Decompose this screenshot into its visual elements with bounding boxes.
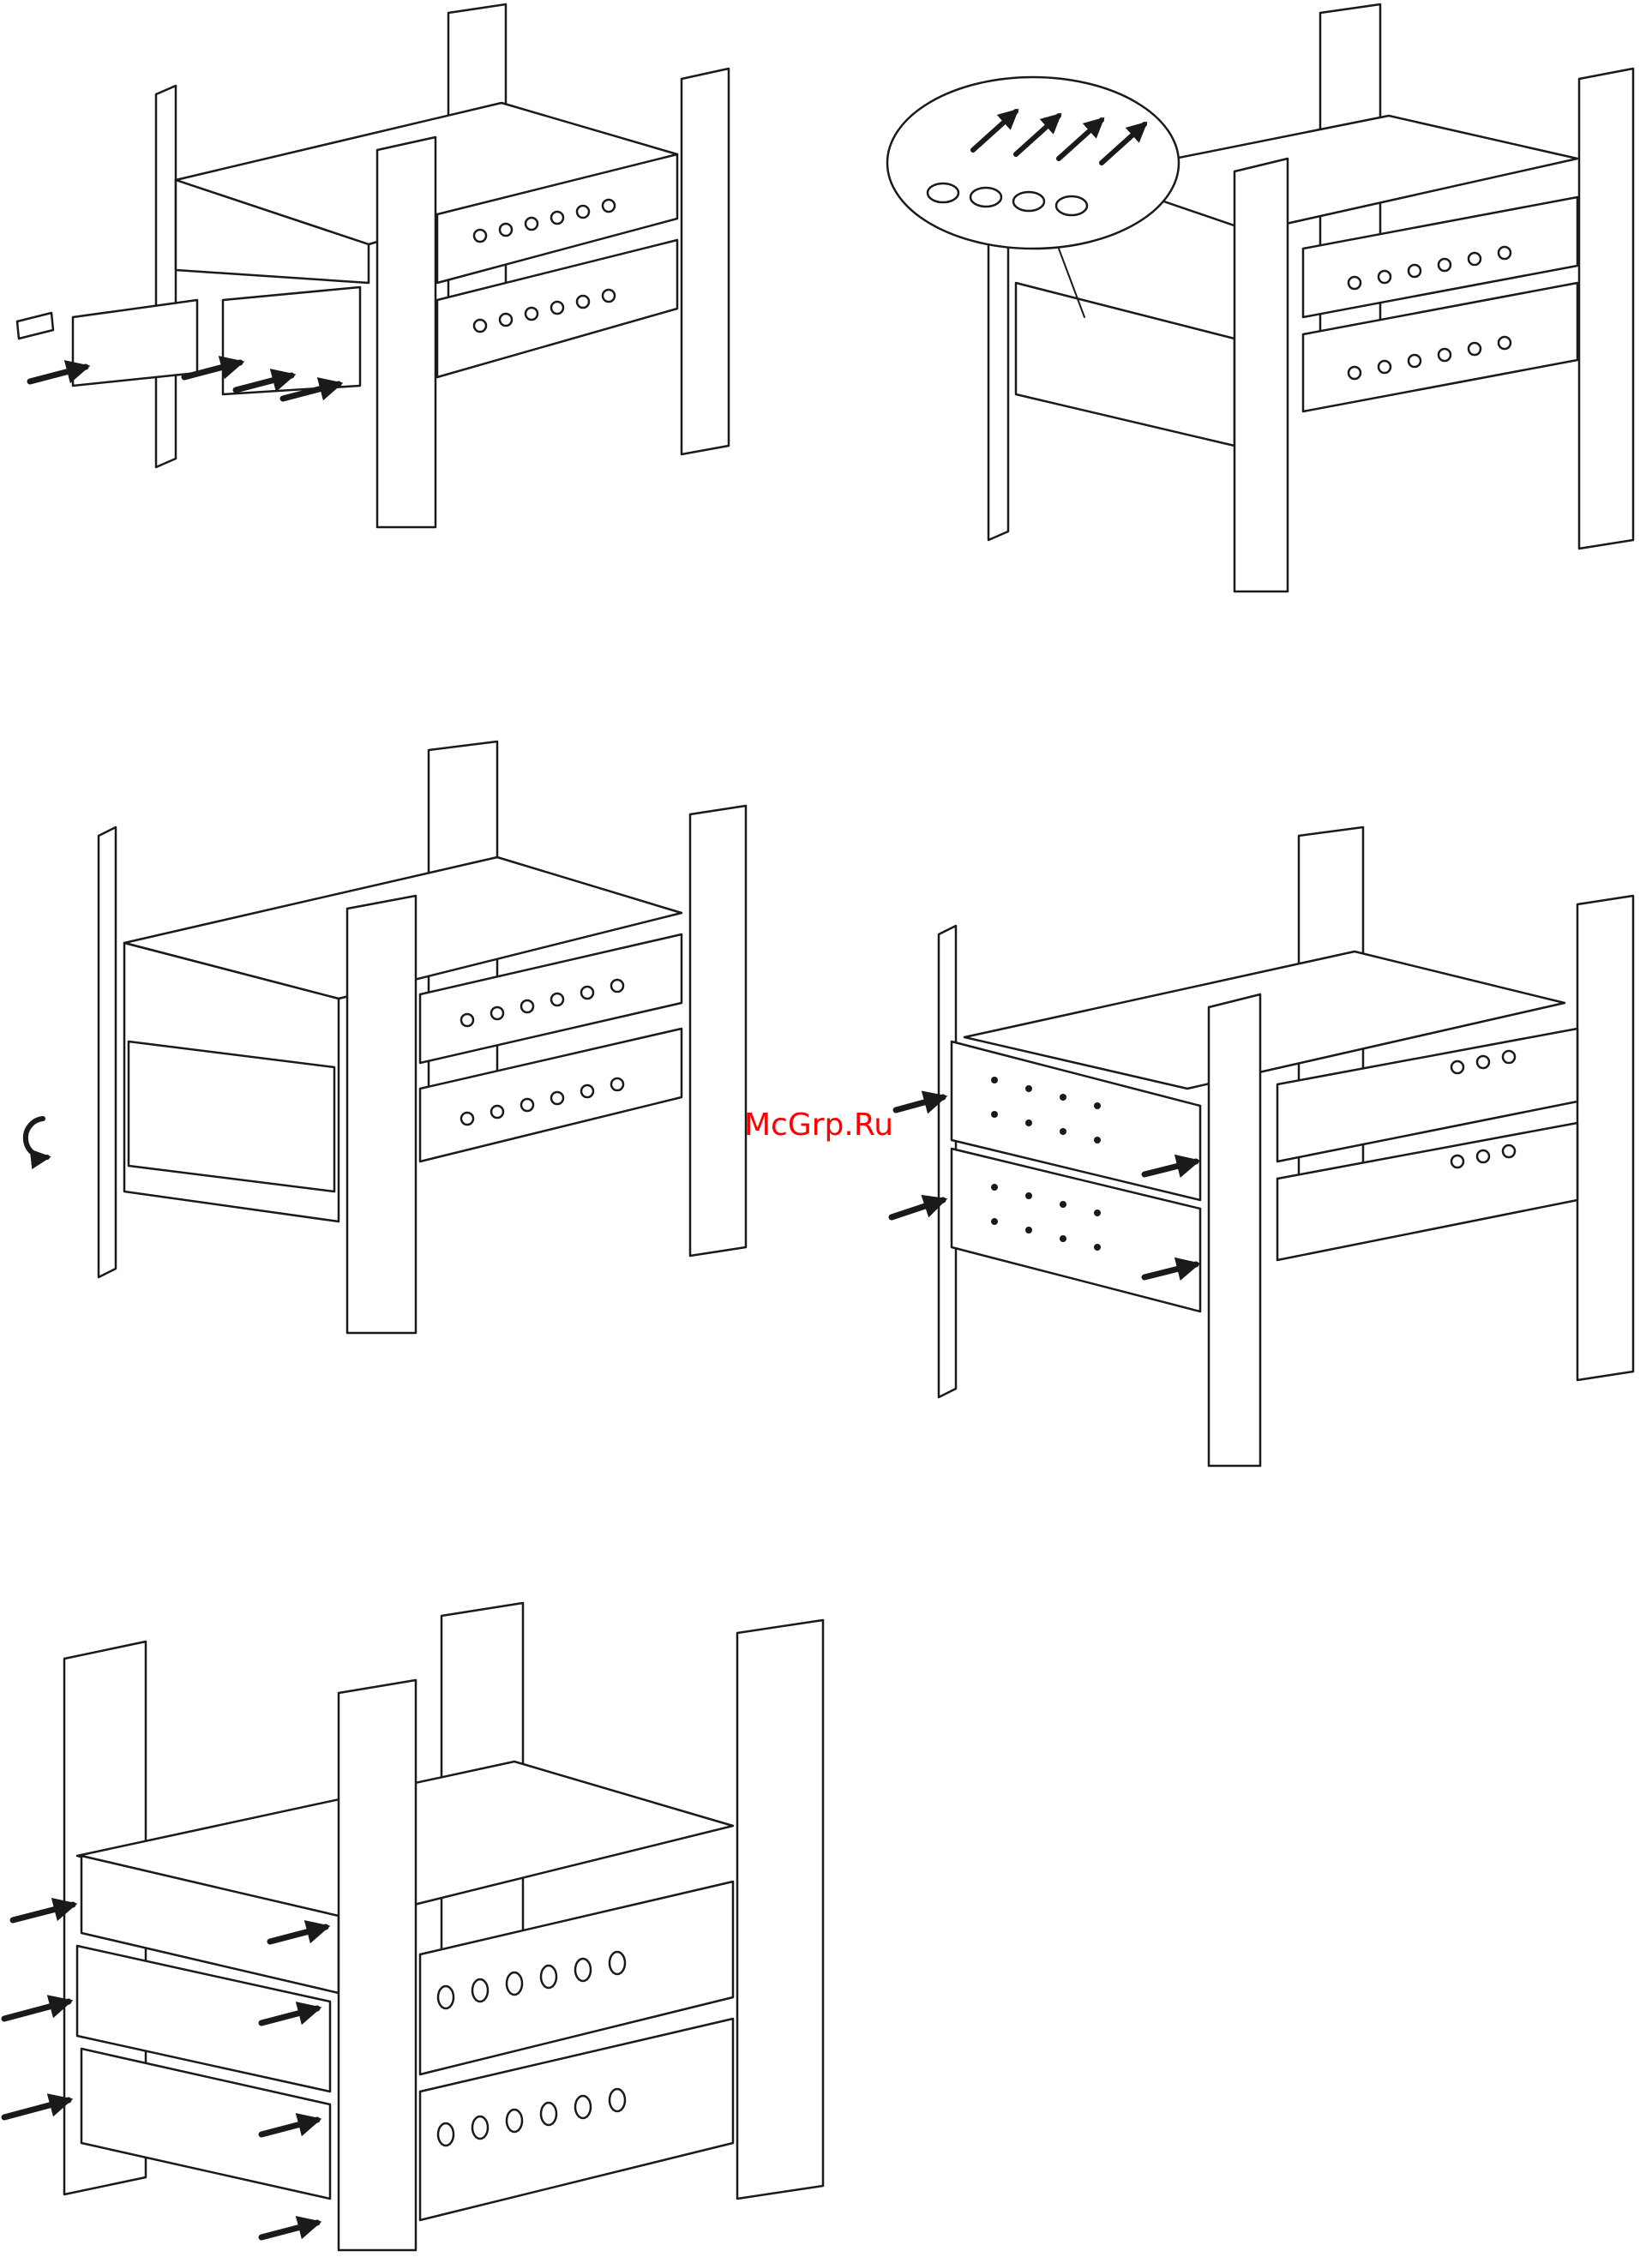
rack-post-back-left: [156, 86, 176, 467]
rack-post-front-right: [1209, 994, 1260, 1466]
step-3-illustration: [26, 741, 746, 1333]
watermark-text: McGrp.Ru: [744, 1107, 893, 1143]
step-1-illustration: [17, 4, 729, 527]
step-4-illustration: [892, 827, 1633, 1466]
rotate-icon: [26, 1119, 47, 1157]
step-2-illustration: [887, 4, 1633, 591]
push-arrow: [892, 1200, 943, 1217]
battery-module-1: [73, 300, 197, 386]
rack-post-far-right: [737, 1620, 823, 2199]
rack-post-far-right: [1577, 896, 1633, 1380]
ups-front: [1016, 283, 1234, 446]
rack-post-front-right: [347, 896, 416, 1333]
rack-post-front-right: [1234, 159, 1288, 591]
rack-post-front-right: [377, 137, 436, 527]
push-arrow: [261, 2223, 317, 2237]
rack-post-front-right: [339, 1680, 416, 2250]
cable-connector: [17, 313, 53, 339]
rack-post-far-right: [682, 69, 729, 454]
rack-post-far-right: [1579, 69, 1633, 549]
push-arrow: [4, 2002, 69, 2019]
connector-detail-callout: [887, 77, 1179, 249]
rack-post-back-left: [99, 827, 116, 1277]
rack-post-far-right: [690, 806, 746, 1256]
push-arrow: [4, 2100, 69, 2117]
push-arrow: [896, 1097, 943, 1110]
step-5-illustration: [4, 1603, 823, 2250]
